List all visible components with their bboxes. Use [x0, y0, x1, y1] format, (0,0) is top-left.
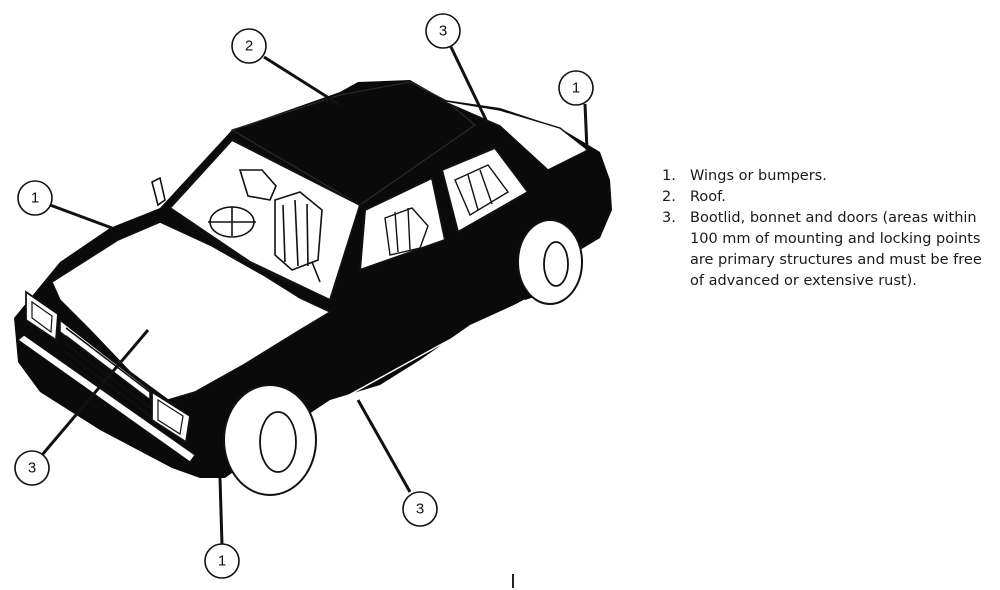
legend-text: Roof.	[690, 187, 997, 208]
front-wheel	[224, 385, 316, 495]
rear-wheel	[518, 220, 582, 304]
legend-text: Bootlid, bonnet and doors (areas within …	[690, 208, 997, 292]
page-tick-mark	[512, 574, 514, 588]
callout-label: 1	[572, 80, 580, 97]
legend-item-roof: 2. Roof.	[662, 187, 997, 208]
wing-mirror	[152, 178, 165, 205]
leader-roof	[264, 57, 340, 105]
callout-label: 3	[28, 460, 36, 477]
callout-bonnet: 3	[15, 451, 49, 485]
callout-bumper-front: 1	[205, 544, 239, 578]
leader-bumper-front	[220, 478, 222, 545]
legend-number: 2.	[662, 187, 690, 208]
leader-wings-rear	[585, 104, 587, 150]
leader-door	[358, 400, 410, 492]
callout-label: 2	[245, 38, 253, 55]
callout-label: 3	[439, 23, 447, 40]
legend-number: 3.	[662, 208, 690, 292]
callout-wings-front-left: 1	[18, 181, 52, 215]
leader-wings-front-left	[50, 205, 112, 228]
callout-roof: 2	[232, 29, 266, 63]
legend: 1. Wings or bumpers. 2. Roof. 3. Bootlid…	[662, 166, 997, 292]
callout-label: 3	[416, 501, 424, 518]
callout-rear-pillar: 3	[426, 14, 460, 48]
legend-item-wings: 1. Wings or bumpers.	[662, 166, 997, 187]
legend-number: 1.	[662, 166, 690, 187]
callout-label: 1	[31, 190, 39, 207]
callout-wings-rear: 1	[559, 71, 593, 105]
car-illustration	[14, 80, 612, 495]
callout-label: 1	[218, 553, 226, 570]
legend-text: Wings or bumpers.	[690, 166, 997, 187]
callout-door: 3	[403, 492, 437, 526]
legend-item-panels: 3. Bootlid, bonnet and doors (areas with…	[662, 208, 997, 292]
